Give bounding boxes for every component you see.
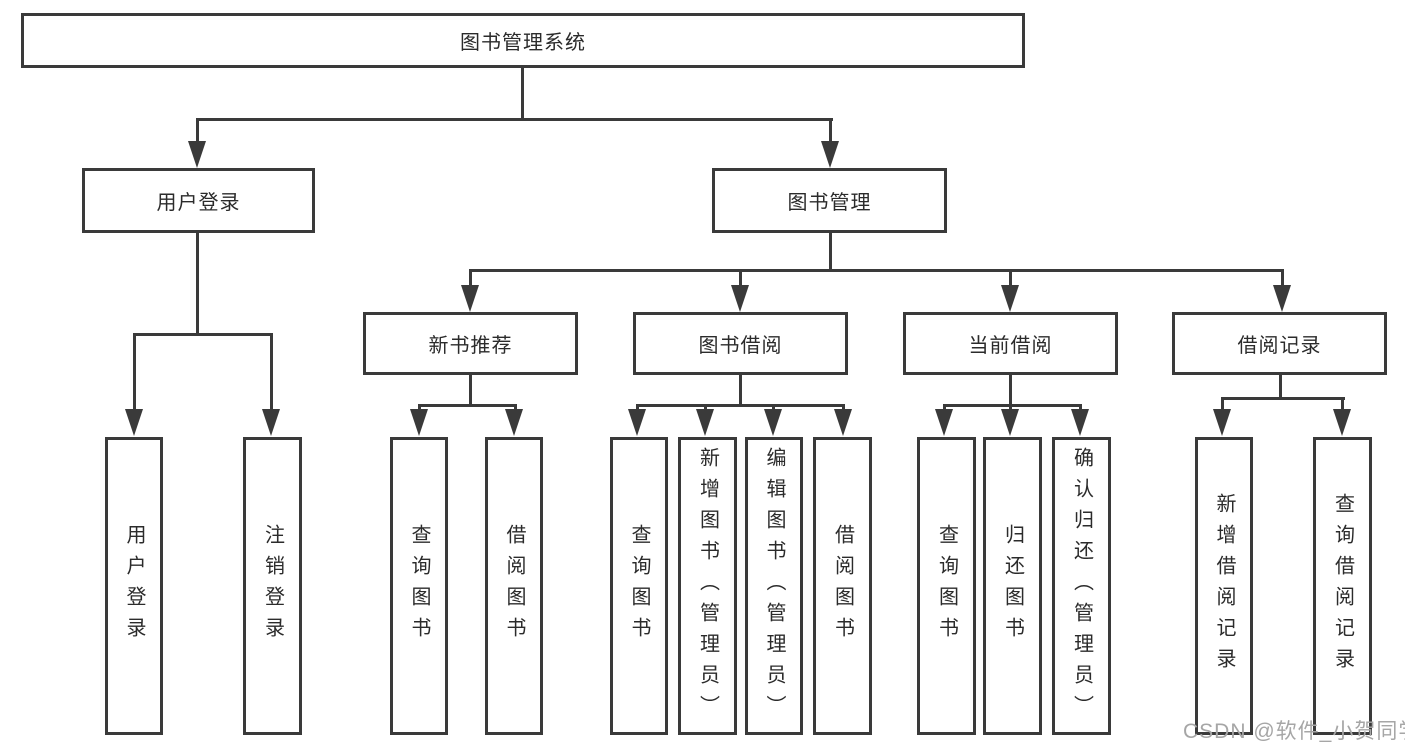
arrow-down-icon [834,409,852,436]
connector-line [829,233,832,272]
node-user-login-label: 用户登录 [156,192,241,214]
connector-line [1279,375,1282,400]
leaf-query-books-current: 查询图书 [917,437,976,735]
leaf-return-book: 归还图书 [983,437,1042,735]
arrow-down-icon [505,409,523,436]
leaf-add-borrow-record-label: 新增借阅记录 [1213,493,1235,679]
leaf-add-book-admin: 新增图书（管理员） [678,437,737,735]
leaf-edit-book-admin: 编辑图书（管理员） [745,437,803,735]
connector-line [772,404,775,413]
arrow-down-icon [1071,409,1089,436]
arrow-down-icon [1001,285,1019,312]
connector-line [469,375,472,406]
node-root-label: 图书管理系统 [460,32,586,54]
arrow-down-icon [125,409,143,436]
leaf-query-borrow-record-label: 查询借阅记录 [1331,493,1354,679]
connector-line [1009,375,1012,406]
leaf-add-book-admin-label: 新增图书（管理员） [696,446,719,726]
leaf-user-login: 用户登录 [105,437,163,735]
leaf-user-login-label: 用户登录 [123,524,145,648]
node-new-book-recommend: 新书推荐 [363,312,578,375]
node-book-borrow: 图书借阅 [633,312,848,375]
connector-line [1281,269,1284,288]
leaf-borrow-books-recommend-label: 借阅图书 [503,524,525,648]
arrow-down-icon [821,141,839,168]
leaf-borrow-books: 借阅图书 [813,437,872,735]
node-book-management: 图书管理 [712,168,947,233]
leaf-add-borrow-record: 新增借阅记录 [1195,437,1253,735]
node-root: 图书管理系统 [21,13,1025,68]
leaf-query-books-current-label: 查询图书 [935,524,958,648]
leaf-query-books-recommend-label: 查询图书 [408,524,430,648]
leaf-borrow-books-label: 借阅图书 [831,524,854,648]
node-user-login: 用户登录 [82,168,315,233]
connector-line [196,118,199,144]
leaf-borrow-books-recommend: 借阅图书 [485,437,543,735]
leaf-confirm-return-admin-label: 确认归还（管理员） [1070,446,1093,726]
arrow-down-icon [1001,409,1019,436]
connector-line [521,66,524,120]
connector-line [1009,404,1012,413]
leaf-return-book-label: 归还图书 [1001,524,1024,648]
arrow-down-icon [764,409,782,436]
arrow-down-icon [410,409,428,436]
leaf-query-borrow-record: 查询借阅记录 [1313,437,1372,735]
connector-line [418,404,421,413]
leaf-query-books-borrow: 查询图书 [610,437,668,735]
arrow-down-icon [731,285,749,312]
connector-line [1009,269,1012,288]
node-borrow-records-label: 借阅记录 [1237,335,1322,357]
connector-line [196,233,199,336]
leaf-query-books-recommend: 查询图书 [390,437,448,735]
arrow-down-icon [935,409,953,436]
connector-line [1221,397,1224,411]
arrow-down-icon [262,409,280,436]
connector-line [469,269,472,288]
connector-line [1079,404,1082,413]
arrow-down-icon [1333,409,1351,436]
connector-line [739,269,742,288]
leaf-logout-label: 注销登录 [261,524,284,648]
connector-line [514,404,517,413]
connector-line [636,404,845,407]
arrow-down-icon [628,409,646,436]
arrow-down-icon [696,409,714,436]
connector-line [829,118,832,144]
connector-line [1221,397,1345,400]
watermark: CSDN @软件_小贺同学 [1183,720,1405,743]
connector-line [270,333,273,412]
connector-line [418,404,517,407]
arrow-down-icon [461,285,479,312]
leaf-confirm-return-admin: 确认归还（管理员） [1052,437,1111,735]
leaf-logout: 注销登录 [243,437,302,735]
connector-line [704,404,707,413]
node-current-borrow: 当前借阅 [903,312,1118,375]
node-current-borrow-label: 当前借阅 [968,335,1053,357]
arrow-down-icon [188,141,206,168]
node-new-book-recommend-label: 新书推荐 [428,335,513,357]
connector-line [943,404,946,413]
connector-line [842,404,845,413]
node-book-management-label: 图书管理 [787,192,872,214]
connector-line [133,333,136,412]
leaf-edit-book-admin-label: 编辑图书（管理员） [763,446,785,726]
connector-line [196,118,833,121]
connector-line [739,375,742,406]
leaf-query-books-borrow-label: 查询图书 [628,524,650,648]
connector-line [469,269,1284,272]
node-book-borrow-label: 图书借阅 [698,335,783,357]
node-borrow-records: 借阅记录 [1172,312,1387,375]
connector-line [133,333,273,336]
connector-line [636,404,639,413]
connector-line [1341,397,1344,411]
arrow-down-icon [1213,409,1231,436]
arrow-down-icon [1273,285,1291,312]
connector-line [943,404,1082,407]
